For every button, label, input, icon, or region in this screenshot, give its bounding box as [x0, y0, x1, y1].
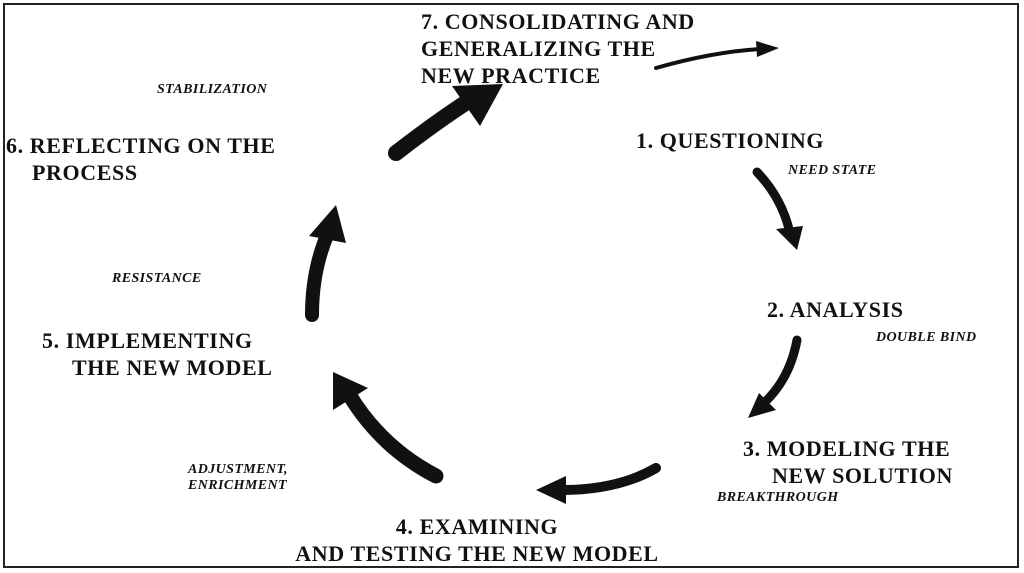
- state-adjustment: ADJUSTMENT, ENRICHMENT: [188, 462, 288, 494]
- arrow-examining-to-implementing: [333, 372, 444, 484]
- state-line: BREAKTHROUGH: [717, 490, 839, 505]
- arrow-analysis-to-modeling: [748, 335, 802, 418]
- arrow-questioning-to-analysis: [752, 167, 803, 250]
- stage-implementing: 5. IMPLEMENTING THE NEW MODEL: [42, 327, 273, 381]
- stage-analysis: 2. ANALYSIS: [767, 296, 904, 323]
- stage-line: GENERALIZING THE: [421, 36, 656, 61]
- stage-examining: 4. EXAMINING AND TESTING THE NEW MODEL: [262, 513, 692, 567]
- stage-line: 5. IMPLEMENTING: [42, 328, 253, 353]
- state-line: STABILIZATION: [157, 82, 268, 97]
- stage-consolidating: 7. CONSOLIDATING AND GENERALIZING THE NE…: [421, 8, 695, 89]
- stage-line: 7. CONSOLIDATING AND: [421, 9, 695, 34]
- diagram-frame: [3, 3, 1019, 568]
- stage-line: 1. QUESTIONING: [636, 128, 825, 153]
- arrow-consolidating-onward: [654, 41, 779, 70]
- arrow-modeling-to-examining: [536, 463, 661, 504]
- stage-line: NEW SOLUTION: [772, 463, 954, 488]
- stage-line: 2. ANALYSIS: [767, 297, 904, 322]
- state-line: ADJUSTMENT,: [188, 462, 288, 477]
- stage-line: PROCESS: [32, 160, 138, 185]
- stage-questioning: 1. QUESTIONING: [636, 127, 824, 154]
- stage-line: NEW PRACTICE: [421, 63, 601, 88]
- state-line: ENRICHMENT: [188, 478, 287, 493]
- stage-line: AND TESTING THE NEW MODEL: [295, 541, 659, 566]
- arrow-implementing-to-reflecting: [305, 205, 346, 322]
- state-double-bind: DOUBLE BIND: [876, 330, 976, 346]
- state-line: DOUBLE BIND: [876, 330, 977, 345]
- stage-reflecting: 6. REFLECTING ON THE PROCESS: [6, 132, 276, 186]
- stage-line: 4. EXAMINING: [395, 514, 559, 539]
- state-line: NEED STATE: [788, 163, 877, 178]
- state-stabilization: STABILIZATION: [157, 82, 267, 98]
- state-line: RESISTANCE: [112, 271, 202, 286]
- stage-line: THE NEW MODEL: [72, 355, 273, 380]
- state-need-state: NEED STATE: [788, 163, 876, 179]
- arrow-reflecting-to-consolidating: [388, 84, 503, 161]
- stage-line: 3. MODELING THE: [743, 436, 951, 461]
- stage-line: 6. REFLECTING ON THE: [6, 133, 276, 158]
- state-resistance: RESISTANCE: [112, 271, 202, 287]
- stage-modeling: 3. MODELING THE NEW SOLUTION: [743, 435, 953, 489]
- state-breakthrough: BREAKTHROUGH: [717, 490, 839, 506]
